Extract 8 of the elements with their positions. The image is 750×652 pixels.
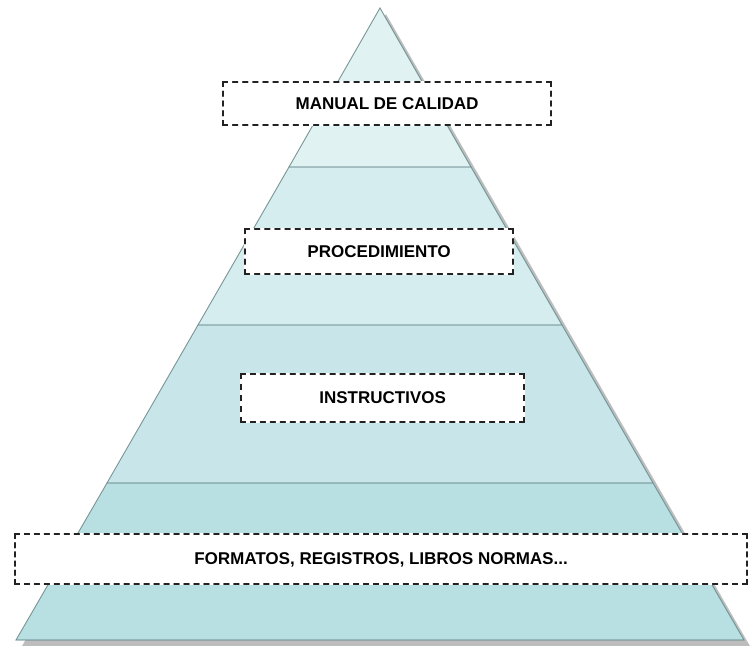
level-label: PROCEDIMIENTO — [307, 242, 451, 262]
level-label: FORMATOS, REGISTROS, LIBROS NORMAS... — [194, 549, 568, 569]
dashed-label-box — [14, 533, 748, 585]
level-label: INSTRUCTIVOS — [319, 388, 446, 408]
dashed-label-box — [240, 373, 525, 423]
dashed-label-box — [222, 81, 552, 126]
dashed-label-box — [244, 228, 514, 275]
level-label: MANUAL DE CALIDAD — [296, 94, 478, 114]
